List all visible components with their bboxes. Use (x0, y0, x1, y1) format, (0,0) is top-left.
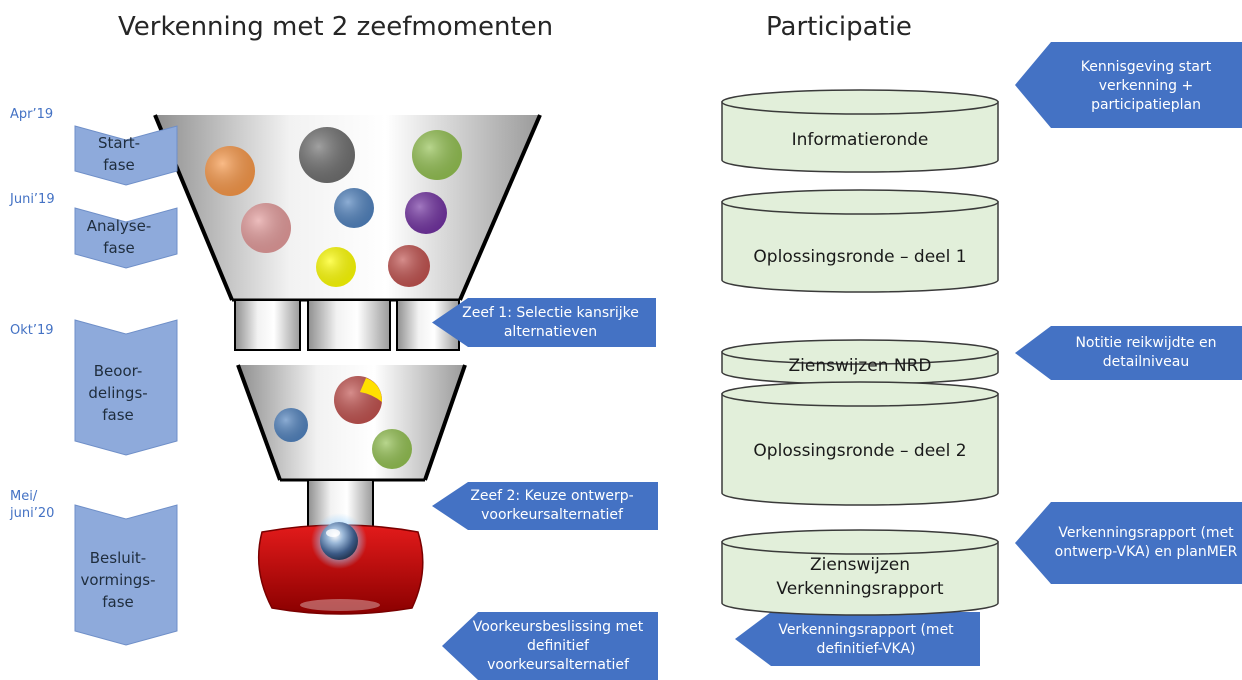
cylinder-top (721, 381, 999, 407)
cylinder-drum-icon (721, 101, 999, 173)
ball-shading (334, 376, 382, 424)
cylinder-drum-icon (721, 541, 999, 616)
left-pointing-callout-icon (735, 612, 980, 666)
cylinder-drum-icon (721, 393, 999, 506)
date-label: Okt’19 (10, 323, 54, 338)
chevron-arrow-icon (74, 319, 178, 456)
ball-shading (241, 203, 291, 253)
title-right: Participatie (766, 12, 912, 42)
balls-lower (274, 376, 412, 469)
result-cushion (257, 524, 424, 615)
left-pointing-callout-icon (1015, 326, 1242, 380)
drum-shapes (721, 89, 999, 616)
left-pointing-callout-icon (432, 298, 656, 347)
callout-shapes (432, 42, 1242, 680)
left-pointing-callout-icon (432, 482, 658, 530)
date-label: Juni’19 (10, 192, 55, 207)
glass-sphere-icon (311, 513, 367, 569)
ball-shading (388, 245, 430, 287)
date-label: Apr’19 (10, 107, 54, 122)
ball-shading (334, 188, 374, 228)
chevron-arrow-icon (74, 207, 178, 269)
sieve-1-tubes (234, 299, 460, 351)
ball-shading (205, 146, 255, 196)
cylinder-drum-icon (721, 201, 999, 293)
phase-chevrons (74, 125, 178, 646)
ball-highlight (360, 378, 382, 402)
balls-upper (205, 127, 462, 287)
title-left: Verkenning met 2 zeefmomenten (118, 12, 554, 42)
cylinder-top (721, 89, 999, 115)
cylinder-top (721, 339, 999, 365)
cylinder-top (721, 189, 999, 215)
ball-shading (299, 127, 355, 183)
left-pointing-callout-icon (442, 612, 658, 680)
ball-shading (405, 192, 447, 234)
ball-shading (316, 247, 356, 287)
left-pointing-callout-icon (1015, 42, 1242, 128)
date-label: Mei/ juni’20 (10, 489, 55, 521)
chevron-arrow-icon (74, 504, 178, 646)
ball-shading (412, 130, 462, 180)
ball-shading (372, 429, 412, 469)
ball-shading (274, 408, 308, 442)
cylinder-top (721, 529, 999, 555)
chevron-arrow-icon (74, 125, 178, 186)
left-pointing-callout-icon (1015, 502, 1242, 584)
